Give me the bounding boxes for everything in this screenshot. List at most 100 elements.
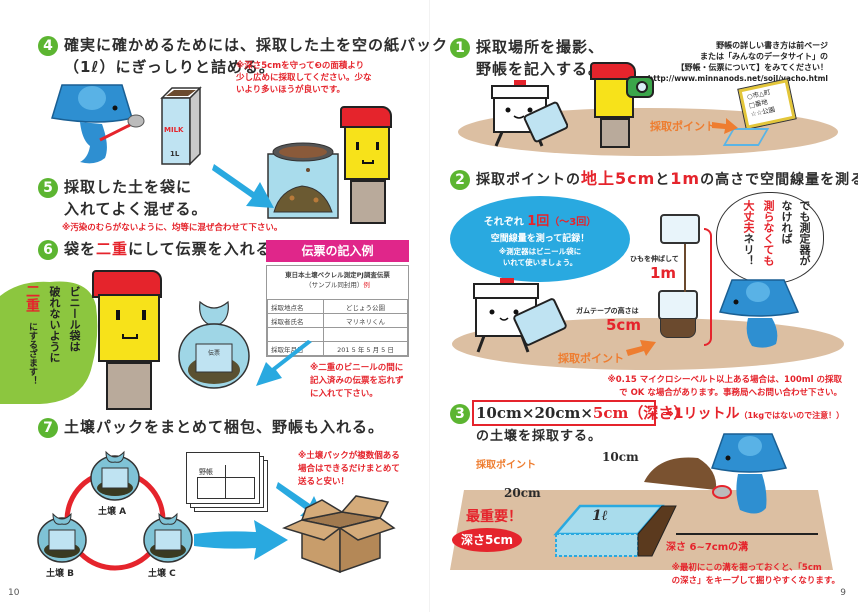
arrow-icon [212,164,274,208]
thought-col3: 測らなくても [762,200,775,266]
orange-arrow-icon [712,118,738,134]
arrow-icon [194,520,288,560]
slip-subtitle: （サンプル同封用） [305,281,364,289]
volume-label: 1ℓ [592,508,608,524]
blue-mascot-illustration [50,80,150,170]
note-line: 場合はできるだけまとめて [298,464,400,474]
bubble-line2: 空間線量を測って記録！ [490,234,590,244]
step-7-title: 土壌パックをまとめて梱包、野帳も入れる。 [64,418,385,436]
blue-mascot-illustration [718,278,804,350]
page-number-right: 9 [840,588,846,598]
tape-label: ガムテープの高さは [576,307,639,315]
title-emphasis: 1m [670,169,701,188]
arrow-icon [256,340,312,386]
bag-label-a: 土壌 A [98,507,127,517]
bubble-text-red: （〜3回） [549,217,597,228]
slip-value: マリネリくん [323,313,408,328]
bag-slip-label: 伝票 [208,350,221,357]
green-speech-bubble: ビニール袋は 破れないように 二重 にするざます！ [0,276,102,406]
thought-emphasis: 大丈夫 [742,200,755,233]
bubble-text-col2: 破れないように [48,286,61,363]
step-3-formula: 10cm×20cm×5cm（深さ） [476,402,688,423]
milk-volume: 1L [170,150,180,158]
step-2-title: 採取ポイントの地上5cmと1mの高さで空間線量を測る。 [476,168,858,191]
page-number-left: 10 [8,588,20,598]
table-row: 採取地点名どじょう公園 [267,299,408,314]
slip-title-line2: （サンプル同封用）例 [267,279,408,299]
slip-value: 201 5 年 5 月 5 日 [323,341,408,356]
step-4-title-line2: （1ℓ）にぎっしりと詰める。 [64,58,275,76]
title-emphasis: 二重 [96,240,129,258]
string-line [684,244,686,292]
step-5-badge: 5 [38,178,58,198]
slip-value [323,327,408,342]
right-page: 1 採取場所を撮影、 野帳を記入する。 野帳の詳しい書き方は前ページ または「み… [430,0,858,612]
step-2-badge: 2 [450,170,470,190]
depth-5cm-badge: 深さ5cm [452,528,522,552]
height-5cm-label: 5cm [606,316,641,334]
step-4-note: ※深さ5cmを守って❸の面積より 少し広めに採取してください。少な いより多いほ… [236,60,372,96]
left-page: 4 確実に確かめるためには、採取した土を空の紙パック （1ℓ）にぎっしりと詰める… [0,36,447,598]
note-line: で OK な場合があります。事務局へお問い合わせ下さい。 [619,388,842,398]
step-4-title-line1: 確実に確かめるためには、採取した土を空の紙パック [64,36,449,54]
slip-value: どじょう公園 [323,299,408,314]
bubble-emphasis: 1回 [527,214,550,229]
box-robot-illustration [472,276,572,356]
step-6-badge: 6 [38,240,58,260]
note-line: ※二重のビニールの間に [310,363,404,373]
step-1-title-line2: 野帳を記入する。 [476,60,605,78]
info-line: 【野帳・伝票について】をみてください！ [676,63,828,72]
note-line: 記入済みの伝票を忘れず [310,376,404,386]
step-5-note: ※汚染のむらがないように、均等に混ぜ合わせて下さい。 [62,223,283,233]
note-line: 送ると安い！ [298,477,350,487]
bag-label-b: 土壌 B [46,569,74,579]
table-row: 採取者氏名マリネリくん [267,313,408,328]
slip-header: 伝票の記入例 [266,240,409,262]
step-4-badge: 4 [38,36,58,56]
soil-bags-group: 土壌 A 土壌 B 土壌 C [30,440,200,580]
formula-text: 10cm×20cm× [476,404,593,422]
step-3-note: ※最初にこの溝を掘っておくと、「5cm の深さ」をキープして掘りやすくなります。 [672,562,840,588]
slip-label: 採取者氏名 [267,313,324,328]
slip-label: 採取地点名 [267,299,324,314]
info-line: または「みんなのデータサイト」の [700,52,828,61]
slip-title-line1: 東日本土壌ベクレル測定PJ調査伝票 [285,271,390,279]
info-line: 野帳の詳しい書き方は前ページ [716,41,828,50]
bag-label-c: 土壌 C [148,569,176,579]
thought-col2: なければ [780,200,793,244]
camera-icon [626,76,654,98]
soil-bucket-illustration [266,140,340,220]
string-label: ひもを伸ばして [630,255,679,263]
step-5-title-line2: 入れてよく混ぜる。 [64,200,208,218]
formula-emphasis: 5cm（深さ） [592,404,689,422]
info-url-link[interactable]: http://www.minnanods.net/soil/yacho.html [647,74,828,83]
step-6-note: ※二重のビニールの間に 記入済みの伝票を忘れず に入れて下さい。 [310,362,404,401]
result-caution: （1kgではないので注意！） [739,411,845,420]
step-1-info: 野帳の詳しい書き方は前ページ または「みんなのデータサイト」の 【野帳・伝票につ… [648,40,828,84]
step-7-note: ※土壌パックが複数個ある 場合はできるだけまとめて 送ると安い！ [298,450,400,489]
height-1m-label: 1m [650,264,677,282]
title-part: 袋を [64,240,97,258]
blue-mascot-illustration [710,430,790,522]
note-line: に入れて下さい。 [310,389,378,399]
step-3-result: ⇒1リットル（1kgではないので注意！） [662,403,844,423]
step-3-title-line2: の土壌を採取する。 [476,429,603,444]
bubble-line1: それぞれ 1回（〜3回） [450,210,630,229]
step-1-badge: 1 [450,38,470,58]
bubble-line4: いれて使いましょう。 [502,258,578,267]
dosimeter-upper [660,214,700,244]
note-line: 少し広めに採取してください。少な [236,73,372,83]
step-6-title: 袋を二重にして伝票を入れる。 [64,238,288,260]
point-label-3: 採取ポイント [476,460,536,471]
field-notebook-illustration: 野帳 [186,452,270,514]
blue-speech-bubble: それぞれ 1回（〜3回） 空間線量を測って記録！ ※測定器はビニール袋に いれて… [450,196,630,282]
note-line: ※深さ5cmを守って❸の面積より [236,61,365,71]
orange-arrow-icon [626,340,656,356]
notebook-label: 野帳 [199,468,213,476]
tape-roll [660,318,696,338]
measure-line [704,228,712,346]
cardboard-box-illustration [281,494,396,574]
title-emphasis: 地上5cm [581,169,656,188]
